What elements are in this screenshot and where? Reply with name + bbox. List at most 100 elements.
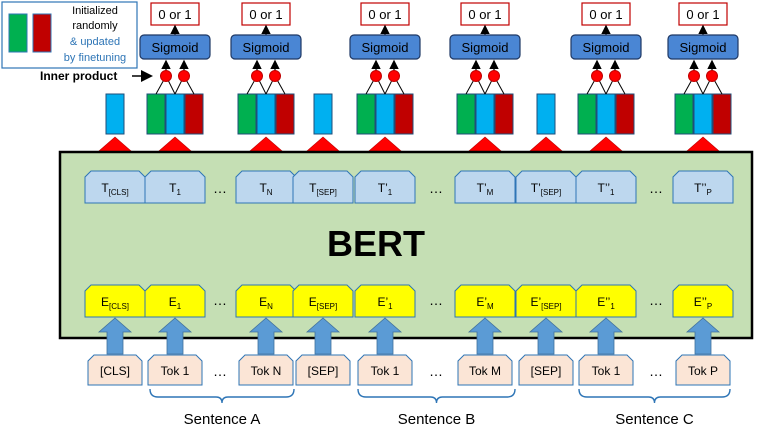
t-box: T’1: [354, 170, 416, 204]
e-box-label: E’M: [476, 295, 494, 311]
ellipsis: …: [649, 180, 663, 196]
input-arrow: [528, 317, 564, 355]
inner-product-node: [706, 70, 718, 82]
sentence-label: Sentence A: [184, 411, 261, 428]
t-box-label: T’M: [477, 181, 494, 197]
token-box: [CLS]: [87, 354, 143, 386]
input-arrow: [467, 317, 503, 355]
token-head: 0 or 1 Sigmoid: [570, 2, 642, 135]
e-box: E1: [144, 284, 206, 318]
inner-product-node: [470, 70, 482, 82]
e-box: E[CLS]: [84, 284, 146, 318]
token-label: [SEP]: [308, 364, 339, 378]
sigmoid-box: [667, 34, 739, 60]
token-label: Tok 1: [161, 364, 190, 378]
e-box: E[SEP]: [292, 284, 354, 318]
output-label: 0 or 1: [589, 7, 622, 22]
red-vector: [394, 93, 414, 135]
t-box-label: T’[SEP]: [531, 181, 561, 197]
input-arrow: [248, 317, 284, 355]
e-box-label: E’1: [377, 295, 393, 311]
inner-product-label: Inner product: [40, 69, 117, 83]
inner-product-node: [251, 70, 263, 82]
sentence-label: Sentence B: [398, 411, 476, 428]
output-label: 0 or 1: [468, 7, 501, 22]
ellipsis: …: [429, 363, 443, 379]
e-box-label: E’’1: [597, 295, 615, 311]
legend-line-1: Initialized: [72, 5, 118, 17]
t-box: T1: [144, 170, 206, 204]
inner-product-node: [388, 70, 400, 82]
legend: Initialized randomly & updated by finetu…: [1, 1, 138, 69]
inner-product-node: [160, 70, 172, 82]
e-box: EN: [235, 284, 297, 318]
red-vector: [494, 93, 514, 135]
green-vector: [456, 93, 476, 135]
output-label: 0 or 1: [158, 7, 191, 22]
input-arrow: [305, 317, 341, 355]
inner-product-node: [178, 70, 190, 82]
sentence-braces: Sentence A Sentence B Sentence C: [149, 388, 731, 428]
e-box-label: E’’P: [694, 295, 712, 311]
token-head: 0 or 1 Sigmoid: [349, 2, 421, 135]
sigmoid-label: Sigmoid: [362, 40, 409, 55]
inner-product-node: [591, 70, 603, 82]
t-box-label: TN: [259, 181, 272, 197]
inner-product-node: [488, 70, 500, 82]
sentence-brace: [578, 388, 731, 404]
t-box: T’’1: [575, 170, 637, 204]
t-box: TN: [235, 170, 297, 204]
sentence-vector: [536, 93, 556, 135]
token-box: Tok N: [238, 354, 294, 386]
legend-line-2: randomly: [72, 20, 118, 32]
green-vector: [146, 93, 166, 135]
token-box: Tok 1: [147, 354, 203, 386]
t-box: T’[SEP]: [515, 170, 577, 204]
t-box: T’’P: [672, 170, 734, 204]
e-box: E’1: [354, 284, 416, 318]
token-label: Tok N: [251, 364, 282, 378]
sigmoid-box: [449, 34, 521, 60]
sentence-brace: [149, 388, 295, 404]
ellipsis: …: [649, 292, 663, 308]
red-vector: [275, 93, 295, 135]
inner-product-node: [269, 70, 281, 82]
green-vector: [356, 93, 376, 135]
legend-line-4: by finetuning: [64, 52, 126, 64]
blue-vector: [375, 93, 395, 135]
token-label: [SEP]: [531, 364, 562, 378]
blue-vector: [256, 93, 276, 135]
ellipsis: …: [213, 180, 227, 196]
sentence-vector: [105, 93, 125, 135]
input-arrows: [97, 317, 721, 355]
input-arrow: [367, 317, 403, 355]
output-label: 0 or 1: [368, 7, 401, 22]
token-label: Tok P: [688, 364, 718, 378]
sentence-brace: [357, 388, 516, 404]
t-box-label: T’’P: [694, 181, 712, 197]
input-arrow: [588, 317, 624, 355]
input-arrow: [157, 317, 193, 355]
e-box-label: E[CLS]: [101, 295, 129, 311]
t-box-label: T’1: [378, 181, 393, 197]
blue-vector: [596, 93, 616, 135]
sentence-label: Sentence C: [615, 411, 694, 428]
red-vector: [184, 93, 204, 135]
blue-vector: [475, 93, 495, 135]
inner-product-node: [609, 70, 621, 82]
ellipsis: …: [213, 292, 227, 308]
t-box-label: T1: [169, 181, 181, 197]
legend-line-3: & updated: [70, 36, 120, 48]
sigmoid-label: Sigmoid: [583, 40, 630, 55]
e-box-label: E1: [169, 295, 182, 311]
inner-product-node: [688, 70, 700, 82]
t-box: T’M: [454, 170, 516, 204]
sigmoid-box: [230, 34, 302, 60]
